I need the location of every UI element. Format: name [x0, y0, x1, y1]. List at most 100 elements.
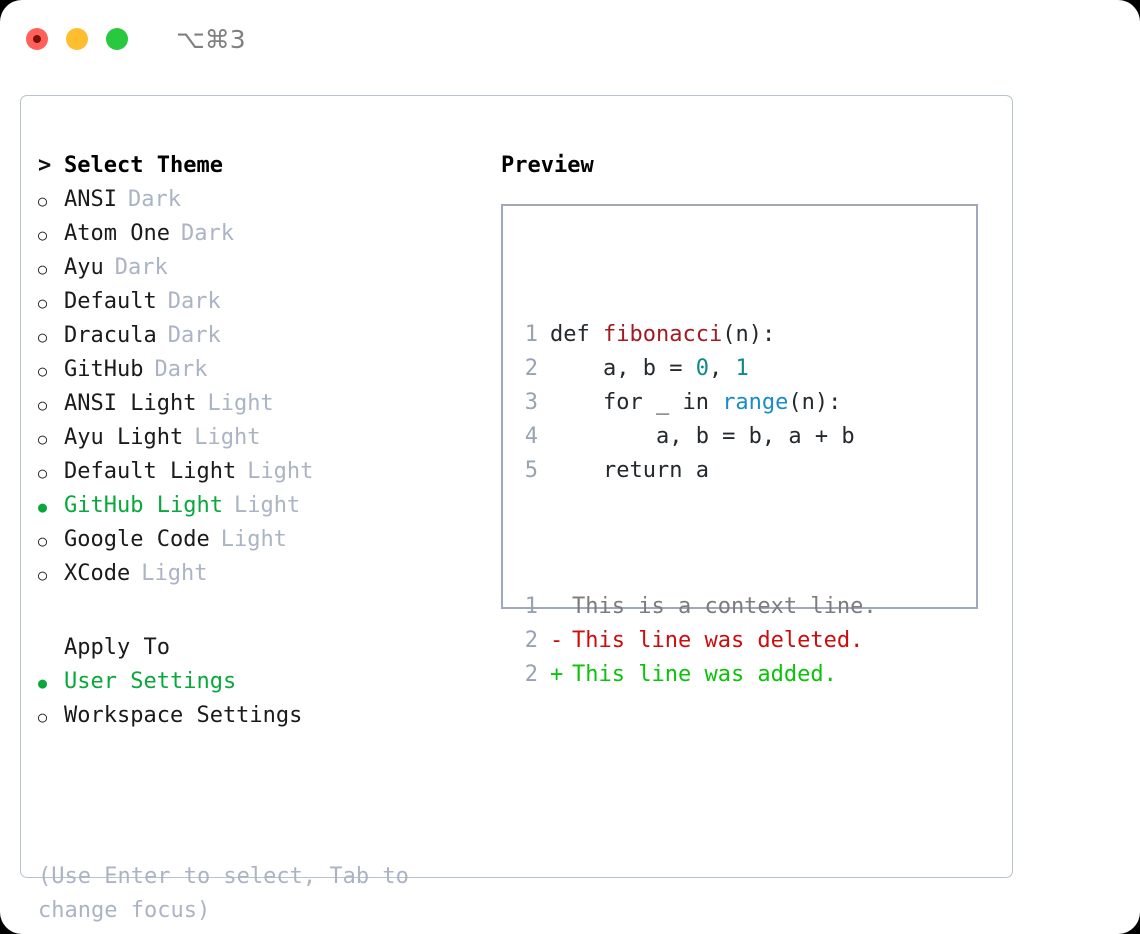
apply-to-option-label: User Settings: [64, 669, 237, 694]
theme-list-item[interactable]: Default Light Light: [38, 455, 488, 489]
theme-list-item-label: Atom One: [64, 221, 170, 246]
diff-line: 2+This line was added.: [516, 658, 877, 692]
radio-unselected-icon[interactable]: [38, 699, 64, 734]
code-token-plain: def: [550, 322, 603, 347]
apply-to-option-label: Workspace Settings: [64, 703, 303, 728]
theme-variant-tag: Light: [247, 459, 314, 484]
theme-variant-tag: Dark: [114, 255, 168, 280]
theme-list-item[interactable]: Default Dark: [38, 285, 488, 319]
main-panel: > Select Theme ANSIDarkAtom OneDarkAyuDa…: [20, 95, 1013, 923]
radio-selected-icon[interactable]: [38, 665, 64, 700]
code-line-text: for _ in range(n):: [550, 386, 841, 420]
code-line-number: 1: [524, 322, 538, 347]
theme-variant-tag: Dark: [167, 323, 221, 348]
theme-list-item[interactable]: Atom One Dark: [38, 217, 488, 251]
code-line-number: 2: [524, 356, 538, 381]
diff-line-number: 1: [524, 594, 538, 619]
theme-list-item-label: Ayu Light: [64, 425, 184, 450]
apply-to-option[interactable]: User Settings: [38, 665, 488, 699]
theme-list-item-label: Dracula: [64, 323, 157, 348]
code-token-plain: a, b =: [550, 356, 696, 381]
theme-list-item-label: GitHub Light: [64, 493, 223, 518]
apply-to-options: User SettingsWorkspace Settings: [38, 665, 488, 733]
theme-list-item[interactable]: GitHub Dark: [38, 353, 488, 387]
code-line: 2 a, b = 0, 1: [516, 352, 877, 386]
code-line-text: def fibonacci(n):: [550, 318, 775, 352]
theme-list-item-label: Default: [64, 289, 157, 314]
diff-block: 1 This is a context line. 2 -This line was…: [516, 590, 877, 692]
theme-variant-tag: Light: [141, 561, 208, 586]
theme-list-item[interactable]: ANSI Light Light: [38, 387, 488, 421]
radio-unselected-icon[interactable]: [38, 557, 64, 592]
theme-list-item-label: ANSI Light: [64, 391, 197, 416]
radio-unselected-icon[interactable]: [38, 285, 64, 320]
theme-list-item-label: ANSI: [64, 187, 117, 212]
theme-variant-tag: Dark: [127, 187, 181, 212]
preview-title: Preview: [501, 153, 594, 178]
code-line: 1 def fibonacci(n):: [516, 318, 877, 352]
radio-unselected-icon[interactable]: [38, 217, 64, 252]
radio-unselected-icon[interactable]: [38, 523, 64, 558]
diff-line-text: This is a context line.: [550, 590, 877, 624]
theme-list-item[interactable]: Dracula Dark: [38, 319, 488, 353]
radio-unselected-icon[interactable]: [38, 251, 64, 286]
radio-unselected-icon[interactable]: [38, 387, 64, 422]
radio-unselected-icon[interactable]: [38, 319, 64, 354]
close-button-icon[interactable]: [26, 28, 48, 50]
radio-unselected-icon[interactable]: [38, 455, 64, 490]
radio-unselected-icon[interactable]: [38, 421, 64, 456]
diff-line-number: 2: [524, 628, 538, 653]
radio-unselected-icon[interactable]: [38, 183, 64, 218]
code-token-call: range: [722, 390, 789, 415]
traffic-light-controls: [26, 28, 128, 50]
theme-list-item-label: Default Light: [64, 459, 237, 484]
diff-line-text: +This line was added.: [550, 658, 837, 692]
theme-list-item-label: Ayu: [64, 255, 104, 280]
theme-selector-column: > Select Theme ANSIDarkAtom OneDarkAyuDa…: [38, 149, 488, 733]
theme-variant-tag: Light: [207, 391, 274, 416]
code-token-num: 1: [735, 356, 749, 381]
radio-unselected-icon[interactable]: [38, 353, 64, 388]
code-token-plain: for _ in: [550, 390, 723, 415]
section-spacer: [38, 591, 488, 631]
diff-line-content: This is a context line.: [572, 594, 877, 619]
maximize-button-icon[interactable]: [106, 28, 128, 50]
code-line-number: 3: [524, 390, 538, 415]
code-line: 4 a, b = b, a + b: [516, 420, 877, 454]
diff-sign: [550, 590, 572, 624]
code-line-number: 5: [524, 458, 538, 483]
code-token-plain: return a: [550, 458, 709, 483]
code-token-num: 0: [695, 356, 709, 381]
select-theme-header: > Select Theme: [38, 149, 488, 183]
caret-icon: >: [38, 153, 52, 178]
apply-to-header-label: Apply To: [64, 635, 170, 660]
theme-list-item[interactable]: Ayu Dark: [38, 251, 488, 285]
diff-line-text: -This line was deleted.: [550, 624, 863, 658]
theme-list-item-label: GitHub: [64, 357, 144, 382]
keyboard-hint-line-1: (Use Enter to select, Tab to: [38, 864, 409, 889]
code-line: 3 for _ in range(n):: [516, 386, 877, 420]
theme-variant-tag: Dark: [180, 221, 234, 246]
code-line: 5 return a: [516, 454, 877, 488]
theme-list-item[interactable]: ANSI Dark: [38, 183, 488, 217]
code-line-number: 4: [524, 424, 538, 449]
theme-variant-tag: Dark: [154, 357, 208, 382]
diff-line: 2 -This line was deleted.: [516, 624, 877, 658]
radio-selected-icon[interactable]: [38, 489, 64, 524]
theme-list-item-label: Google Code: [64, 527, 210, 552]
diff-sign: +: [550, 662, 564, 687]
theme-variant-tag: Dark: [167, 289, 221, 314]
apply-to-option[interactable]: Workspace Settings: [38, 699, 488, 733]
keyboard-hint: (Use Enter to select, Tab to change focu…: [38, 860, 458, 928]
theme-list: ANSIDarkAtom OneDarkAyuDarkDefaultDarkDr…: [38, 183, 488, 591]
code-token-plain: a, b = b, a + b: [550, 424, 855, 449]
minimize-button-icon[interactable]: [66, 28, 88, 50]
select-theme-header-label: Select Theme: [64, 153, 223, 178]
